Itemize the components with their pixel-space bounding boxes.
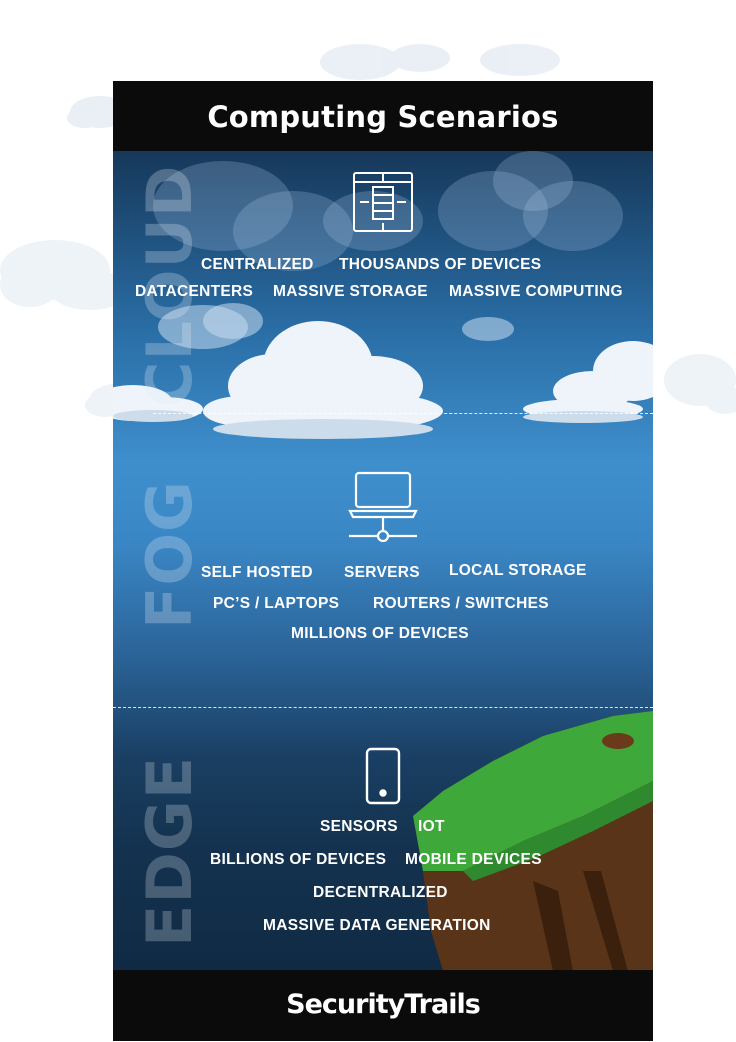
header-bar: Computing Scenarios — [113, 81, 653, 151]
keyword-massive-computing: MASSIVE COMPUTING — [449, 283, 623, 300]
keyword-self-hosted: SELF HOSTED — [201, 564, 313, 581]
keyword-local-storage: LOCAL STORAGE — [449, 562, 587, 579]
securitytrails-logo: SecurityTrails — [286, 989, 481, 1020]
laptop-network-icon — [348, 471, 418, 543]
keyword-decentralized: DECENTRALIZED — [313, 884, 448, 901]
keyword-sensors: SENSORS — [320, 818, 398, 835]
keyword-massive-data-generation: MASSIVE DATA GENERATION — [263, 917, 491, 934]
page-title: Computing Scenarios — [207, 100, 559, 134]
keyword-servers: SERVERS — [344, 564, 420, 581]
keyword-datacenters: DATACENTERS — [135, 283, 254, 300]
keyword-billions-of-devices: BILLIONS OF DEVICES — [210, 851, 387, 868]
keyword-centralized: CENTRALIZED — [201, 256, 314, 273]
keyword-millions-of-devices: MILLIONS OF DEVICES — [291, 625, 469, 642]
zone-label-edge: EDGE — [133, 755, 206, 947]
cloud-fog-divider — [153, 413, 653, 414]
diagram-panel: CLOUD FOG EDGE CENTRALIZED THOUSANDS OF … — [113, 81, 653, 1041]
keyword-routers-switches: ROUTERS / SWITCHES — [373, 595, 549, 612]
cliff-illustration — [413, 711, 653, 971]
keyword-mobile-devices: MOBILE DEVICES — [405, 851, 542, 868]
keyword-pcs-laptops: PC’S / LAPTOPS — [213, 595, 340, 612]
fog-edge-divider — [113, 707, 653, 708]
smartphone-icon — [365, 747, 401, 805]
keyword-massive-storage: MASSIVE STORAGE — [273, 283, 428, 300]
keyword-thousands-of-devices: THOUSANDS OF DEVICES — [339, 256, 542, 273]
sky-clouds — [113, 151, 653, 971]
zone-label-fog: FOG — [133, 480, 206, 629]
footer-bar: SecurityTrails — [113, 970, 653, 1041]
keyword-iot: IOT — [418, 818, 445, 835]
datacenter-rack-icon — [353, 172, 413, 232]
